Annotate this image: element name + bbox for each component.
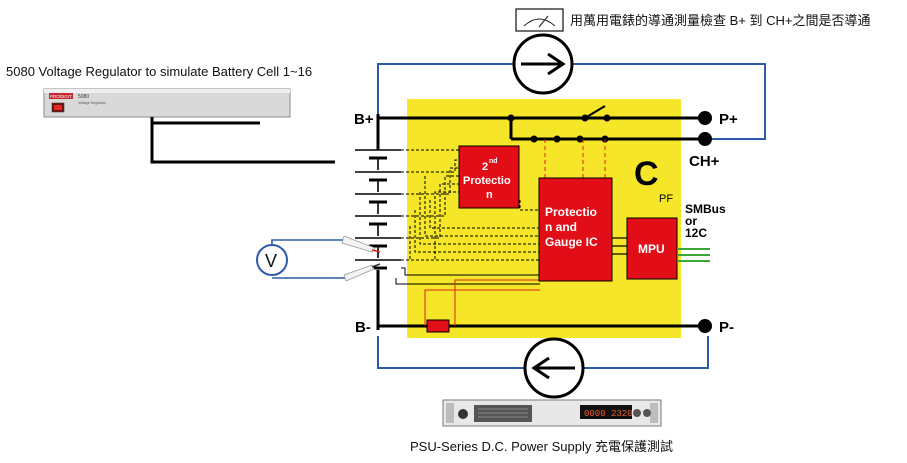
second-protection-line3: n <box>486 189 493 201</box>
pcb-label-sub: PF <box>659 193 673 205</box>
second-protection-line2: Protectio <box>463 175 511 187</box>
regulator-cable <box>150 117 335 164</box>
ic-mpu-links <box>612 237 627 255</box>
battery-cell-stack <box>355 149 401 270</box>
gauge-ic-line3: Gauge IC <box>545 235 598 249</box>
cell-sense-wires <box>401 149 540 261</box>
meter-icon <box>515 8 564 32</box>
smbus-lines <box>677 248 710 262</box>
label-ch-plus: CH+ <box>689 153 720 170</box>
ammeter-counterclockwise-icon <box>523 337 585 399</box>
regulator-model: 5080 <box>78 94 89 100</box>
ammeter-clockwise-icon <box>512 33 574 95</box>
mpu-label: MPU <box>638 242 665 256</box>
regulator-brand: PRODIGIT <box>50 94 72 99</box>
second-protection-block: 2 nd Protectio n <box>458 145 520 209</box>
meter-note-text: 用萬用電錶的導通測量檢查 B+ 到 CH+之間是否導通 <box>570 13 870 28</box>
regulator-sub: Voltage Regulator <box>78 101 107 105</box>
bus-label-line2: or <box>685 214 697 228</box>
ch-plus-terminal <box>698 132 712 146</box>
current-sense-lines <box>424 279 540 326</box>
label-p-minus: P- <box>719 319 734 336</box>
bus-label-line3: 12C <box>685 226 707 240</box>
label-b-plus: B+ <box>354 111 374 128</box>
discharge-wire <box>377 336 525 369</box>
second-protection-num: 2 <box>482 161 488 173</box>
charge-check-wire <box>377 63 513 118</box>
psu-display: 0000 2320 <box>584 409 633 419</box>
label-p-plus: P+ <box>719 111 738 128</box>
meter-note: 用萬用電錶的導通測量檢查 B+ 到 CH+之間是否導通 <box>515 8 870 32</box>
pcb-label-main: C <box>634 155 659 193</box>
probe-tips <box>341 235 381 282</box>
gauge-ic-line1: Protectio <box>545 205 597 219</box>
voltmeter-icon: V <box>256 244 288 276</box>
switch-icon <box>584 105 606 119</box>
gauge-ic-line2: n and <box>545 220 577 234</box>
fuse-icon <box>426 319 450 333</box>
bus-label-line1: SMBus <box>685 202 726 216</box>
second-protection-sup: nd <box>489 158 498 165</box>
label-b-minus: B- <box>355 319 371 336</box>
p-plus-terminal <box>698 111 712 125</box>
gauge-ic-block: Protectio n and Gauge IC <box>538 177 613 282</box>
p-minus-terminal <box>698 319 712 333</box>
cell-sense-solid <box>395 267 540 285</box>
power-supply-device: 0000 2320 <box>442 399 662 427</box>
voltage-regulator-device: PRODIGIT 5080 Voltage Regulator <box>43 88 291 118</box>
psu-caption: PSU-Series D.C. Power Supply 充電保護測試 <box>410 439 673 454</box>
mpu-block: MPU <box>626 217 678 280</box>
regulator-caption: 5080 Voltage Regulator to simulate Batte… <box>6 64 312 79</box>
voltmeter-label: V <box>265 251 277 271</box>
